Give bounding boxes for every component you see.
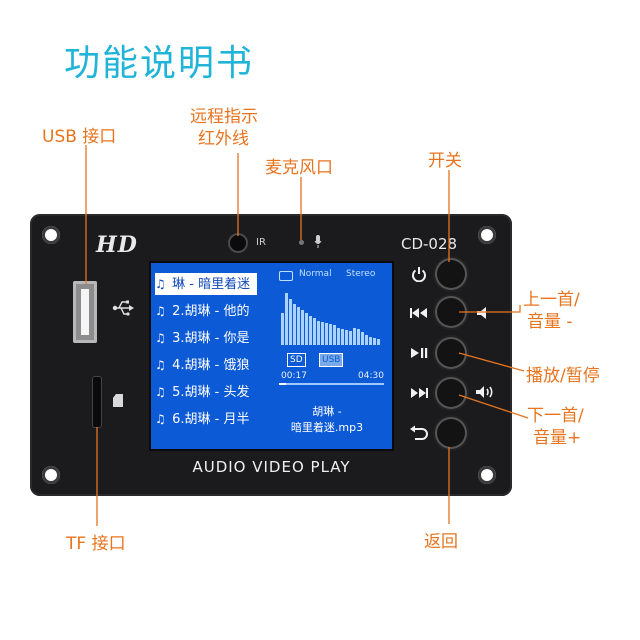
spectrum-bar [301, 310, 304, 345]
spectrum-bar [293, 304, 296, 345]
play-mode: Normal [299, 269, 332, 279]
music-note-icon: ♫ [155, 385, 166, 399]
playlist-item: ♫ 3.胡琳 - 你是 [155, 327, 257, 349]
playlist-item: ♫ 琳 - 暗里着迷 [155, 273, 257, 295]
playlist-item: ♫ 6.胡琳 - 月半 [155, 408, 257, 430]
ir-receiver [230, 235, 246, 251]
spectrum-bar [297, 307, 300, 345]
callout-prev: 上一首/ 音量 - [523, 289, 580, 333]
playlist-item: ♫ 2.胡琳 - 他的 [155, 300, 257, 322]
spectrum-bar [365, 335, 368, 345]
spectrum-bar [281, 313, 284, 345]
spectrum-bar [289, 299, 292, 345]
playlist-item-label: 5.胡琳 - 头发 [168, 385, 250, 400]
callout-back: 返回 [424, 532, 458, 552]
callout-ir: 远程指示 红外线 [190, 106, 258, 150]
playlist-item: ♫ 4.胡琳 - 饿狼 [155, 354, 257, 376]
callout-play: 播放/暂停 [526, 366, 600, 386]
channel-mode: Stereo [346, 269, 376, 279]
spectrum-bar [369, 337, 372, 345]
spectrum-bar [305, 313, 308, 345]
spectrum-bar [285, 293, 288, 345]
skip-forward-icon [411, 388, 428, 398]
page-title: 功能说明书 [64, 43, 255, 84]
play-pause-icon [411, 348, 428, 358]
spectrum-bar [325, 323, 328, 345]
callout-prev-line1: 上一首/ [523, 290, 580, 310]
song-title-line2: 暗里着迷.mp3 [290, 421, 364, 434]
spectrum-bar [373, 338, 376, 345]
music-note-icon: ♫ [155, 277, 166, 291]
callout-ir-line1: 远程指示 [190, 107, 258, 127]
elapsed-time: 00:17 [281, 371, 307, 381]
return-icon [410, 425, 428, 440]
callout-mic: 麦克风口 [265, 158, 333, 178]
progress-fill [279, 383, 286, 385]
lcd-screen: ♫ 琳 - 暗里着迷♫ 2.胡琳 - 他的♫ 3.胡琳 - 你是♫ 4.胡琳 -… [151, 263, 392, 449]
spectrum-bar [317, 321, 320, 345]
board-footer-label: AUDIO VIDEO PLAY [192, 458, 351, 476]
prev-button[interactable] [437, 298, 465, 326]
microphone-hole [299, 240, 304, 245]
music-note-icon: ♫ [155, 358, 166, 372]
repeat-icon [279, 271, 293, 281]
sd-badge: SD [287, 353, 306, 367]
usb-icon [112, 300, 134, 316]
mount-hole [478, 226, 496, 244]
callout-prev-line2: 音量 - [527, 312, 573, 332]
playlist-item-label: 6.胡琳 - 月半 [168, 412, 250, 427]
spectrum-bar [337, 328, 340, 345]
spectrum-bar [313, 318, 316, 345]
ir-label: IR [256, 237, 266, 248]
playlist-item-label: 琳 - 暗里着迷 [168, 277, 251, 292]
music-note-icon: ♫ [155, 331, 166, 345]
spectrum-bar [341, 329, 344, 345]
spectrum-bar [357, 329, 360, 345]
back-button[interactable] [437, 419, 465, 447]
callout-usb: USB 接口 [42, 127, 117, 147]
playlist-item-label: 2.胡琳 - 他的 [168, 304, 250, 319]
callout-power: 开关 [428, 151, 462, 171]
spectrum-bar [333, 325, 336, 345]
spectrum-bar [321, 322, 324, 345]
brand-logo: HD [96, 232, 138, 258]
volume-down-icon [477, 307, 486, 319]
spectrum-bar [349, 331, 352, 345]
spectrum-bar [353, 328, 356, 345]
spectrum-bar [329, 324, 332, 345]
skip-back-icon [410, 308, 427, 318]
playlist-item: ♫ 5.胡琳 - 头发 [155, 381, 257, 403]
sd-card-icon [113, 394, 123, 407]
power-button[interactable] [437, 260, 465, 288]
callout-tf: TF 接口 [66, 534, 126, 554]
callout-next: 下一首/ 音量+ [527, 405, 584, 449]
mount-hole [42, 466, 60, 484]
volume-up-icon [476, 386, 493, 398]
total-time: 04:30 [358, 371, 384, 381]
spectrum-bar [377, 339, 380, 345]
usb-port[interactable] [73, 281, 97, 343]
callout-ir-line2: 红外线 [198, 129, 249, 149]
music-note-icon: ♫ [155, 412, 166, 426]
playlist-item-label: 3.胡琳 - 你是 [168, 331, 250, 346]
callout-next-line1: 下一首/ [527, 406, 584, 426]
spectrum-bar [345, 330, 348, 345]
playlist-item-label: 4.胡琳 - 饿狼 [168, 358, 250, 373]
tf-card-slot[interactable] [93, 377, 101, 427]
song-title-line1: 胡琳 - [312, 405, 342, 418]
usb-badge: USB [319, 353, 344, 367]
power-icon [412, 267, 426, 282]
mount-hole [478, 466, 496, 484]
callout-next-line2: 音量+ [533, 428, 582, 448]
next-button[interactable] [437, 379, 465, 407]
microphone-icon [314, 235, 322, 248]
spectrum-bar [361, 332, 364, 345]
play-pause-button[interactable] [437, 339, 465, 367]
model-number: CD-028 [401, 235, 458, 253]
mount-hole [42, 226, 60, 244]
progress-bar [279, 383, 384, 385]
spectrum-bar [309, 316, 312, 345]
music-note-icon: ♫ [155, 304, 166, 318]
